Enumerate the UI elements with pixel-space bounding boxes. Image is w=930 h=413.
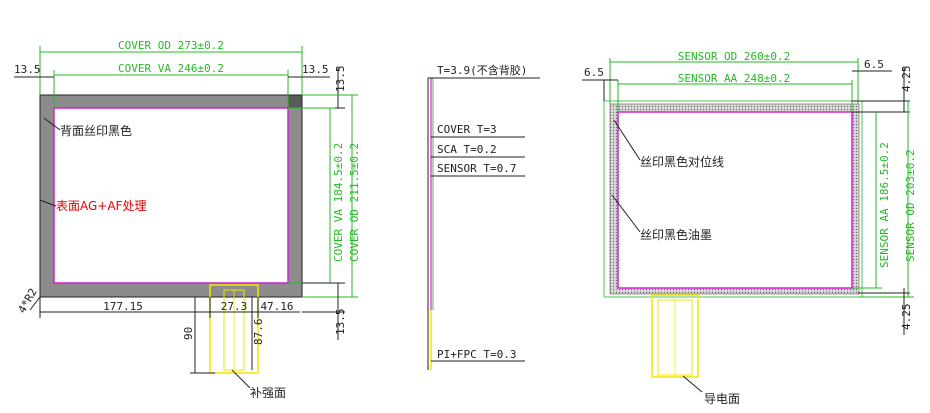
cover-va-vertical-label: COVER VA 184.5±0.2 — [332, 143, 345, 262]
conductive-note: 导电面 — [704, 392, 740, 406]
ink-note: 丝印黑色油墨 — [640, 228, 712, 242]
cover-bottom-margin-label: 13.5 — [334, 309, 347, 336]
cover-right-top-margin-label: 13.5 — [334, 66, 347, 93]
cover-left-margin-label: 13.5 — [14, 63, 41, 76]
conductive-leader — [682, 375, 703, 393]
sensor-od-outline — [603, 100, 863, 298]
fpc-thickness-label: PI+FPC T=0.3 — [437, 348, 516, 361]
sensor-aa-vertical-label: SENSOR AA 186.5±0.2 — [878, 142, 891, 268]
align-line-leader — [613, 119, 641, 161]
cover-fpc-tail — [209, 284, 259, 374]
sensor-top-margin-label: 4.25 — [900, 66, 913, 93]
sensor-left-margin-label: 6.5 — [584, 66, 604, 79]
dim-47-label: 47.16 — [260, 300, 293, 313]
cover-thickness-label: COVER T=3 — [437, 123, 497, 136]
dim-87-label: 87.6 — [252, 319, 265, 346]
dim-177-label: 177.15 — [103, 300, 143, 313]
stiffener-note: 补强面 — [250, 386, 286, 400]
sensor-od-vertical-label: SENSOR OD 203±0.2 — [904, 149, 917, 262]
total-thickness-label: T=3.9(不含背胶) — [437, 63, 527, 77]
surface-leader — [39, 199, 57, 207]
cover-viewing-area — [53, 107, 289, 284]
sensor-view: SENSOR OD 260±0.2 SENSOR AA 248±0.2 6.5 … — [582, 50, 917, 406]
align-line-note: 丝印黑色对位线 — [640, 154, 724, 169]
cover-od-vertical-label: COVER OD 211.5±0.2 — [348, 143, 361, 262]
cover-va-label: COVER VA 246±0.2 — [118, 62, 224, 75]
sensor-bottom-margin-label: 4.25 — [900, 304, 913, 331]
sensor-aa-label: SENSOR AA 248±0.2 — [678, 72, 791, 85]
surface-note: 表面AG+AF处理 — [56, 199, 146, 213]
dim-27-label: 27.3 — [221, 300, 248, 313]
sensor-fpc-tail — [651, 294, 699, 378]
ink-leader — [611, 194, 641, 233]
back-print-leader — [43, 117, 61, 131]
sca-thickness-label: SCA T=0.2 — [437, 143, 497, 156]
cover-od-label: COVER OD 273±0.2 — [118, 39, 224, 52]
corner-mark — [287, 94, 303, 109]
cover-view: COVER OD 273±0.2 COVER VA 246±0.2 13.5 1… — [14, 39, 361, 400]
sensor-thickness-label: SENSOR T=0.7 — [437, 162, 516, 175]
side-view: T=3.9(不含背胶) COVER T=3 SCA T=0.2 SENSOR T… — [427, 63, 540, 370]
dim-90-label: 90 — [182, 327, 195, 340]
sensor-right-margin-label: 6.5 — [864, 58, 884, 71]
cover-right-margin-label: 13.5 — [302, 63, 329, 76]
back-print-note: 背面丝印黑色 — [60, 124, 132, 138]
stiffener-leader — [231, 369, 251, 389]
sensor-active-area — [617, 111, 853, 289]
corner-radius-label: 4*R2 — [15, 286, 40, 315]
sensor-od-label: SENSOR OD 260±0.2 — [678, 50, 791, 63]
